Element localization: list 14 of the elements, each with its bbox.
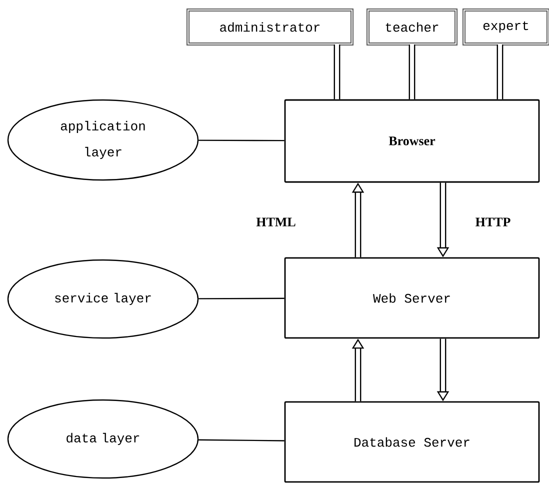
connector-line bbox=[198, 140, 284, 142]
user-box: expert bbox=[462, 8, 549, 46]
double-line bbox=[496, 44, 504, 100]
connector-line bbox=[198, 439, 284, 442]
user-box: teacher bbox=[366, 8, 458, 46]
double-line bbox=[334, 44, 340, 100]
double-line bbox=[408, 44, 416, 100]
connector-line bbox=[198, 298, 284, 300]
edge-label: HTML bbox=[255, 216, 297, 228]
server-box: Database Server bbox=[284, 401, 540, 483]
server-box: Browser bbox=[284, 99, 540, 183]
server-box: Web Server bbox=[284, 257, 540, 339]
edge-label: HTTP bbox=[474, 216, 512, 228]
user-box: administrator bbox=[186, 8, 354, 46]
